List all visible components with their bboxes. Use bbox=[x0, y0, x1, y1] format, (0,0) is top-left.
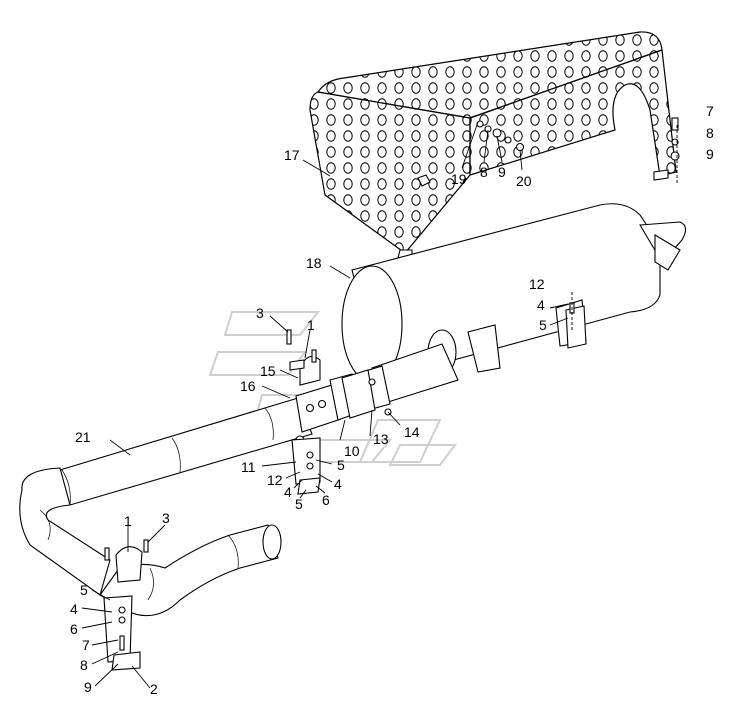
callout-10: 10 bbox=[344, 443, 360, 459]
callout-1: 1 bbox=[124, 513, 132, 529]
callout-13: 13 bbox=[373, 431, 389, 447]
flange-joint bbox=[295, 365, 392, 445]
exhaust-pipe bbox=[19, 343, 459, 617]
callout-18: 18 bbox=[306, 255, 322, 271]
callout-12: 12 bbox=[529, 276, 545, 292]
callout-4: 4 bbox=[70, 601, 78, 617]
callout-9: 9 bbox=[706, 146, 714, 162]
callout-7: 7 bbox=[82, 637, 90, 653]
callout-5: 5 bbox=[539, 317, 547, 333]
callout-11: 11 bbox=[241, 459, 256, 475]
heat-shield-front-face bbox=[309, 91, 471, 254]
callout-21: 21 bbox=[75, 429, 91, 445]
heat-shield bbox=[309, 31, 677, 259]
callout-3: 3 bbox=[162, 510, 170, 526]
callout-4: 4 bbox=[334, 476, 342, 492]
callout-8: 8 bbox=[80, 657, 88, 673]
callout-12: 12 bbox=[267, 472, 283, 488]
heat-shield-top-face bbox=[316, 31, 663, 119]
callout-5: 5 bbox=[80, 582, 88, 598]
callout-3: 3 bbox=[256, 305, 264, 321]
callout-4: 4 bbox=[284, 484, 292, 500]
callout-7: 7 bbox=[706, 103, 714, 119]
callout-9: 9 bbox=[498, 164, 506, 180]
callout-8: 8 bbox=[706, 125, 714, 141]
callout-4: 4 bbox=[537, 297, 545, 313]
clamps-and-brackets bbox=[103, 117, 680, 671]
callout-5: 5 bbox=[337, 457, 345, 473]
muffler bbox=[341, 203, 687, 383]
callout-19: 19 bbox=[451, 171, 467, 187]
callout-6: 6 bbox=[322, 492, 330, 508]
callout-15: 15 bbox=[260, 363, 276, 379]
callout-17: 17 bbox=[284, 147, 300, 163]
callout-2: 2 bbox=[150, 681, 158, 697]
callout-9: 9 bbox=[84, 679, 92, 695]
callout-20: 20 bbox=[516, 173, 532, 189]
callout-1: 1 bbox=[307, 317, 315, 333]
callout-8: 8 bbox=[480, 164, 488, 180]
callout-6: 6 bbox=[70, 621, 78, 637]
leader-lines bbox=[81, 121, 678, 689]
callout-14: 14 bbox=[404, 424, 420, 440]
callout-16: 16 bbox=[240, 378, 256, 394]
callout-5: 5 bbox=[295, 496, 303, 512]
callout-labels: 17 19 8 9 20 7 8 9 18 12 4 5 3 1 15 16 2… bbox=[70, 103, 714, 697]
